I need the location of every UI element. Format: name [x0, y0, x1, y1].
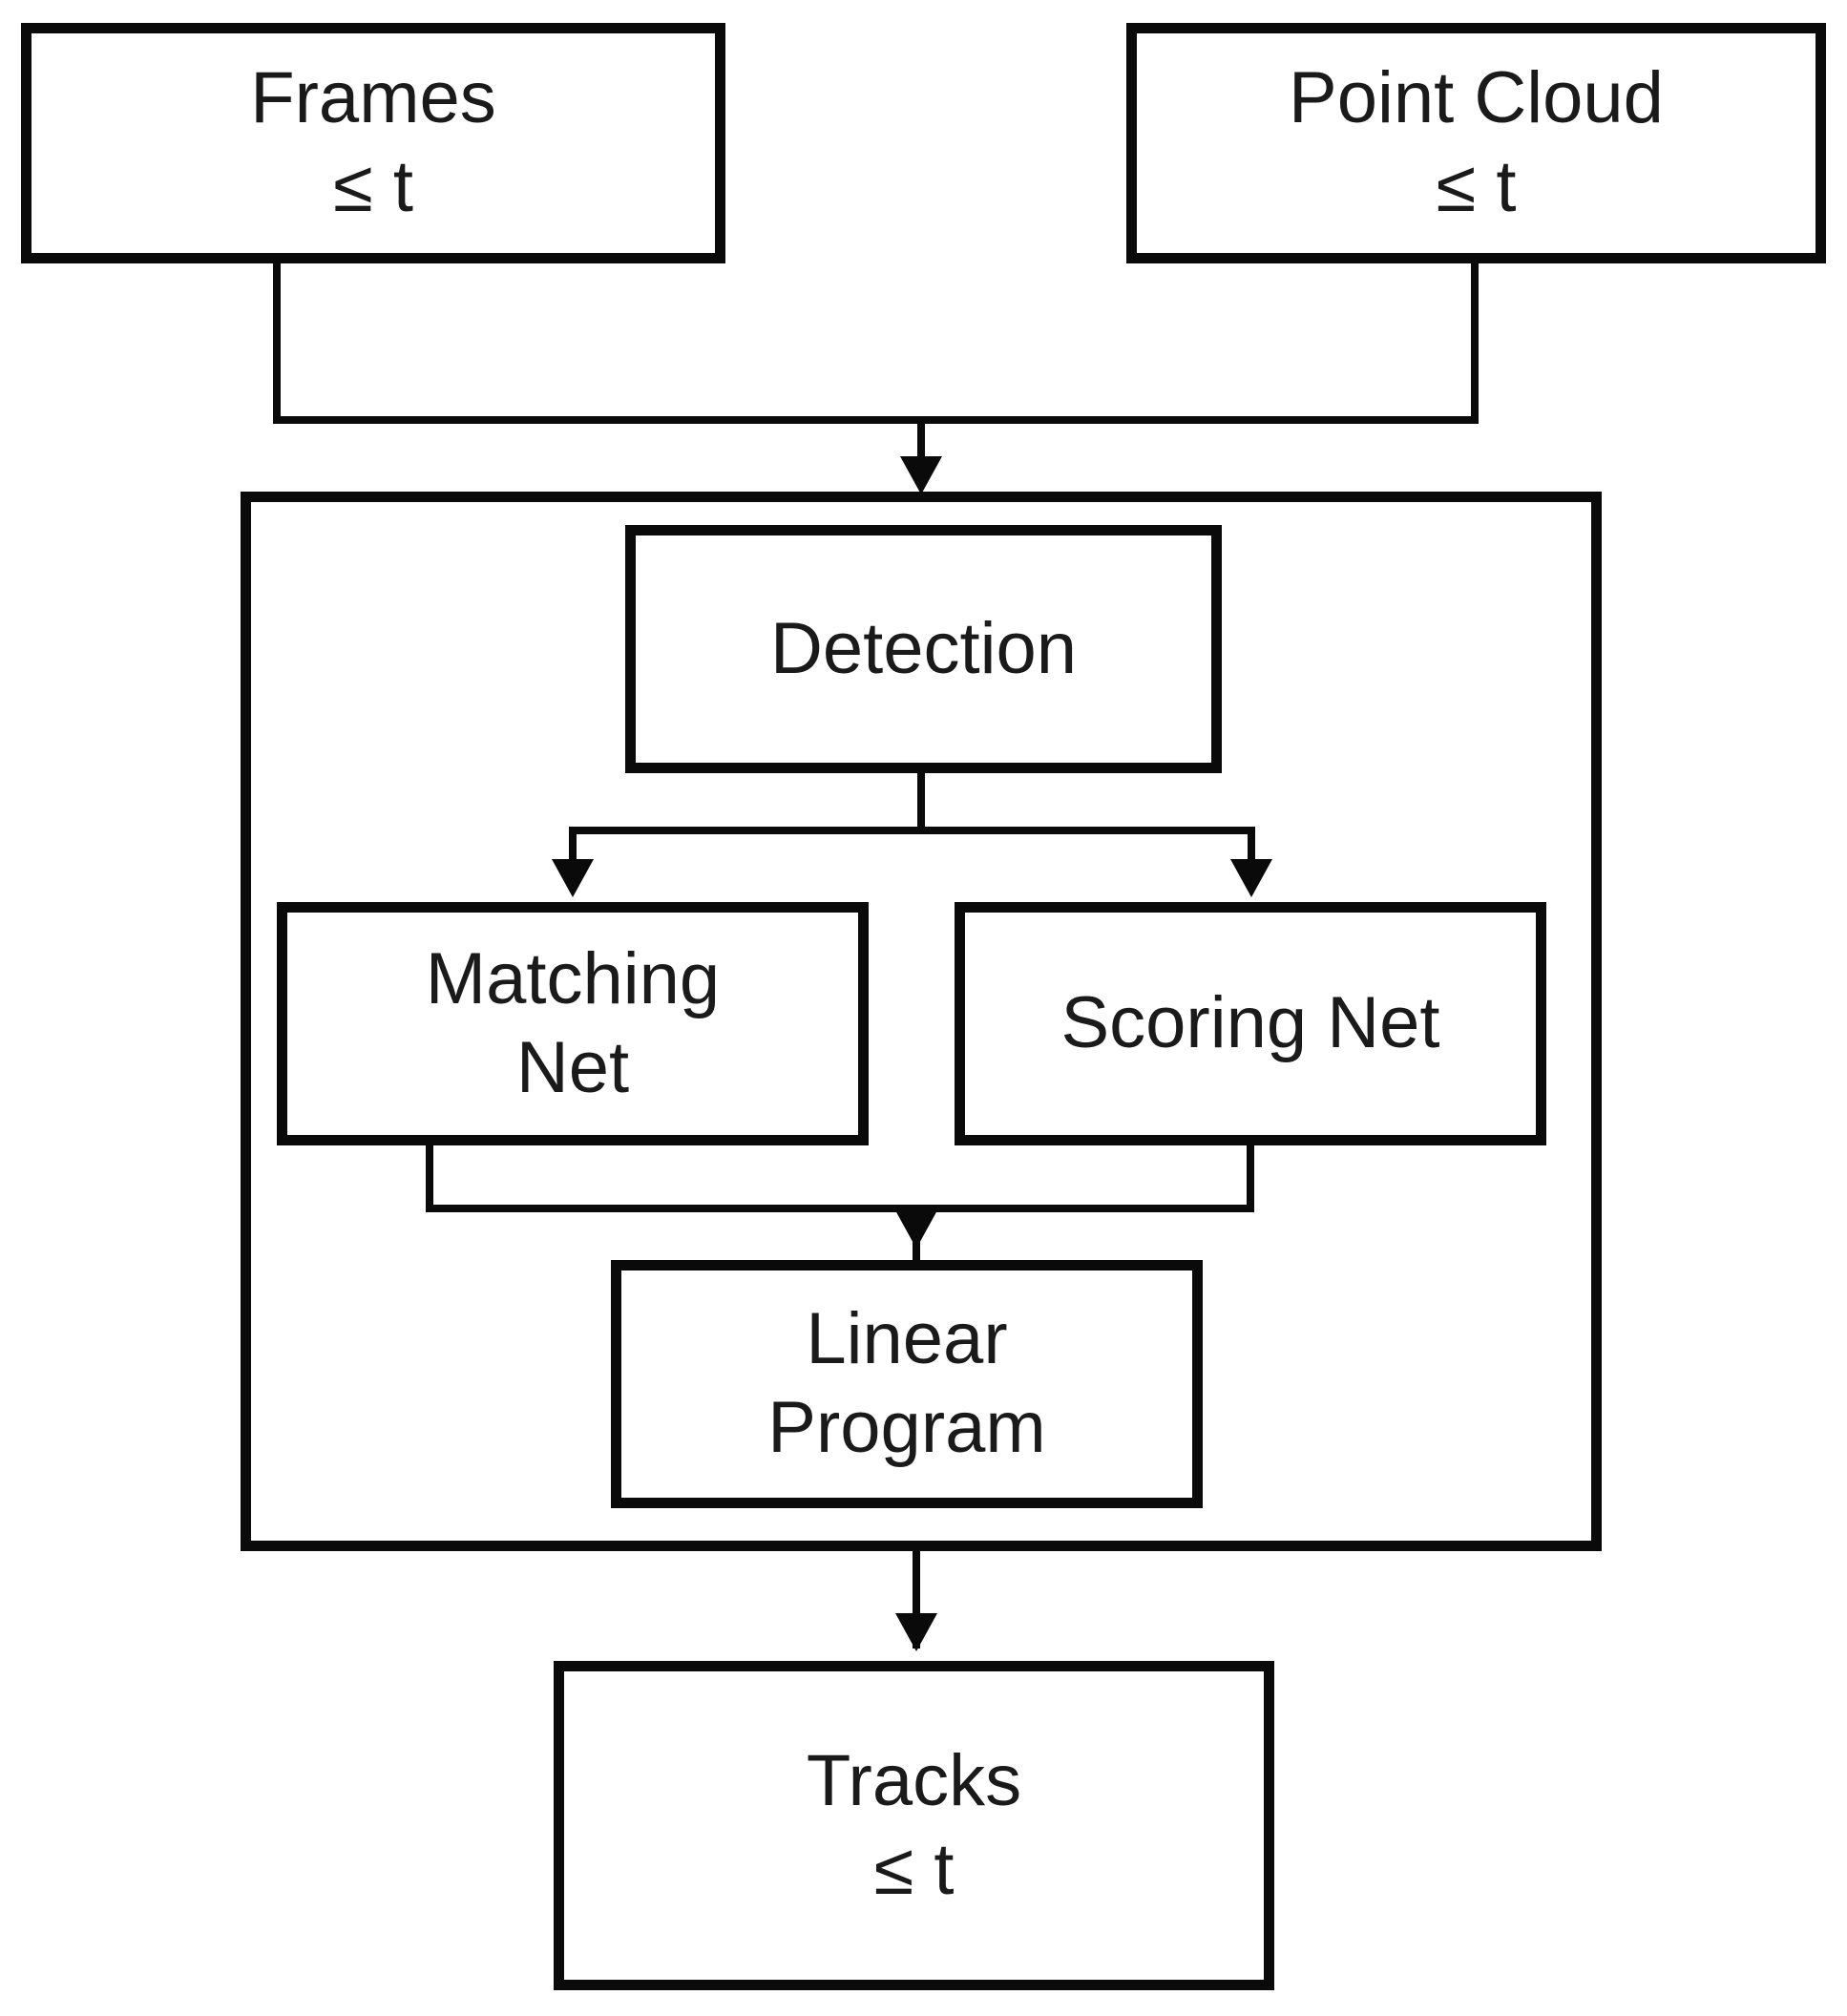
node-point-cloud-line-2: ≤ t [1436, 146, 1517, 227]
edge-matching-to-merge [426, 1145, 433, 1212]
edge-detection-to-scoring [1248, 827, 1255, 869]
edge-point-cloud-to-merge [1471, 263, 1479, 424]
edge-scoring-to-merge [1247, 1145, 1254, 1212]
edge-tracker-to-tracks [913, 1544, 920, 1648]
edge-frames-to-merge [273, 263, 281, 424]
node-detection-line-1: Detection [769, 607, 1078, 689]
node-tracks[interactable]: Tracks ≤ t [554, 1661, 1274, 1990]
edge-detection-to-matching [569, 827, 577, 869]
node-scoring-net-line-1: Scoring Net [1060, 982, 1440, 1064]
node-matching-net-line-2: Net [515, 1026, 630, 1108]
edge-detection-stem [917, 773, 925, 832]
arrowhead-into-matching-net [552, 859, 594, 897]
node-linear-program-line-2: Program [767, 1387, 1046, 1468]
edge-input-merge-bar [273, 416, 1479, 424]
node-point-cloud[interactable]: Point Cloud ≤ t [1126, 23, 1826, 263]
edge-input-merge-stem [917, 416, 925, 477]
arrowhead-into-scoring-net [1230, 859, 1272, 897]
node-point-cloud-line-1: Point Cloud [1289, 57, 1664, 139]
node-frames-line-1: Frames [250, 57, 496, 139]
node-detection[interactable]: Detection [625, 525, 1222, 773]
node-frames-line-2: ≤ t [333, 146, 413, 227]
arrowhead-into-linear-program [895, 1210, 937, 1249]
node-scoring-net[interactable]: Scoring Net [955, 902, 1546, 1145]
node-frames[interactable]: Frames ≤ t [21, 23, 725, 263]
edge-detection-split-bar [569, 827, 1255, 834]
node-tracks-line-2: ≤ t [873, 1828, 955, 1910]
node-matching-net[interactable]: Matching Net [277, 902, 869, 1145]
tracker-container [241, 492, 1602, 1551]
arrowhead-into-tracker [900, 456, 942, 494]
node-linear-program[interactable]: Linear Program [611, 1260, 1203, 1508]
arrowhead-into-tracks [895, 1613, 937, 1651]
node-matching-net-line-1: Matching [425, 937, 721, 1019]
node-tracks-line-1: Tracks [806, 1739, 1022, 1821]
edge-nets-merge-bar [426, 1205, 1254, 1212]
node-linear-program-line-1: Linear [806, 1298, 1008, 1380]
